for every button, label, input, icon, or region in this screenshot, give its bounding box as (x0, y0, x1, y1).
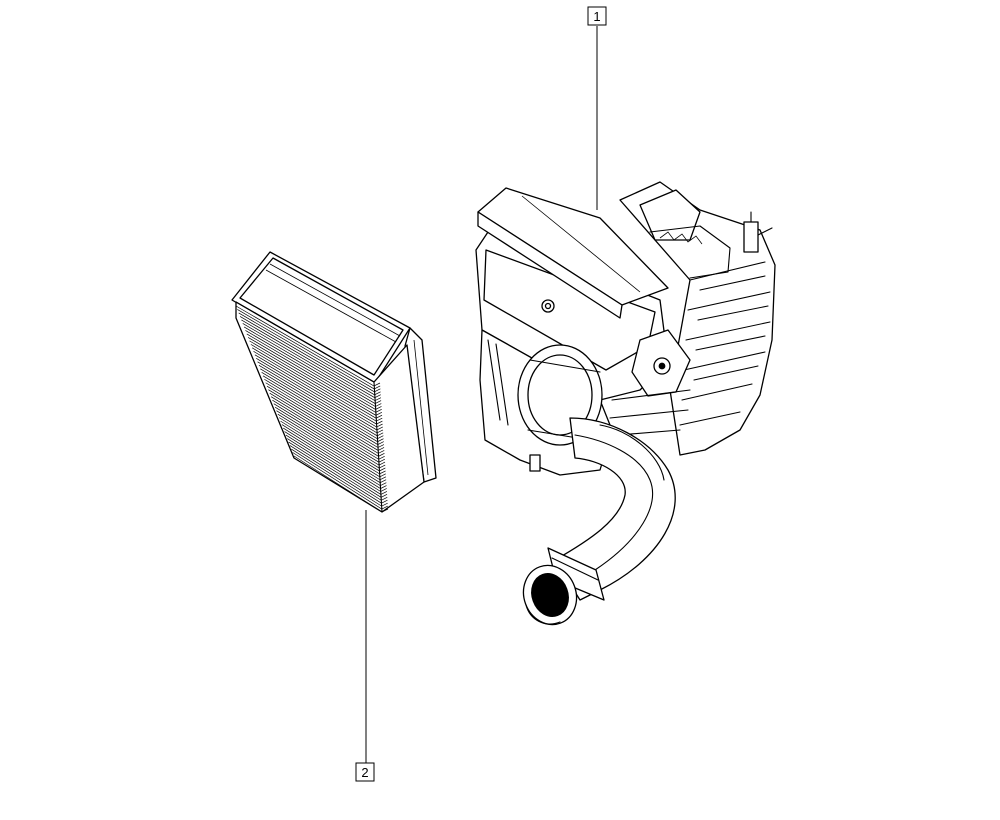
callout-1: 1 (587, 6, 607, 210)
callout-box-1 (587, 6, 607, 26)
callout-box-2 (355, 762, 375, 782)
callout-label-2: 2 (361, 765, 368, 780)
air-filter-element (231, 251, 437, 513)
callout-2: 2 (355, 510, 375, 782)
air-filter-housing (475, 181, 776, 626)
callout-label-1: 1 (593, 9, 600, 24)
